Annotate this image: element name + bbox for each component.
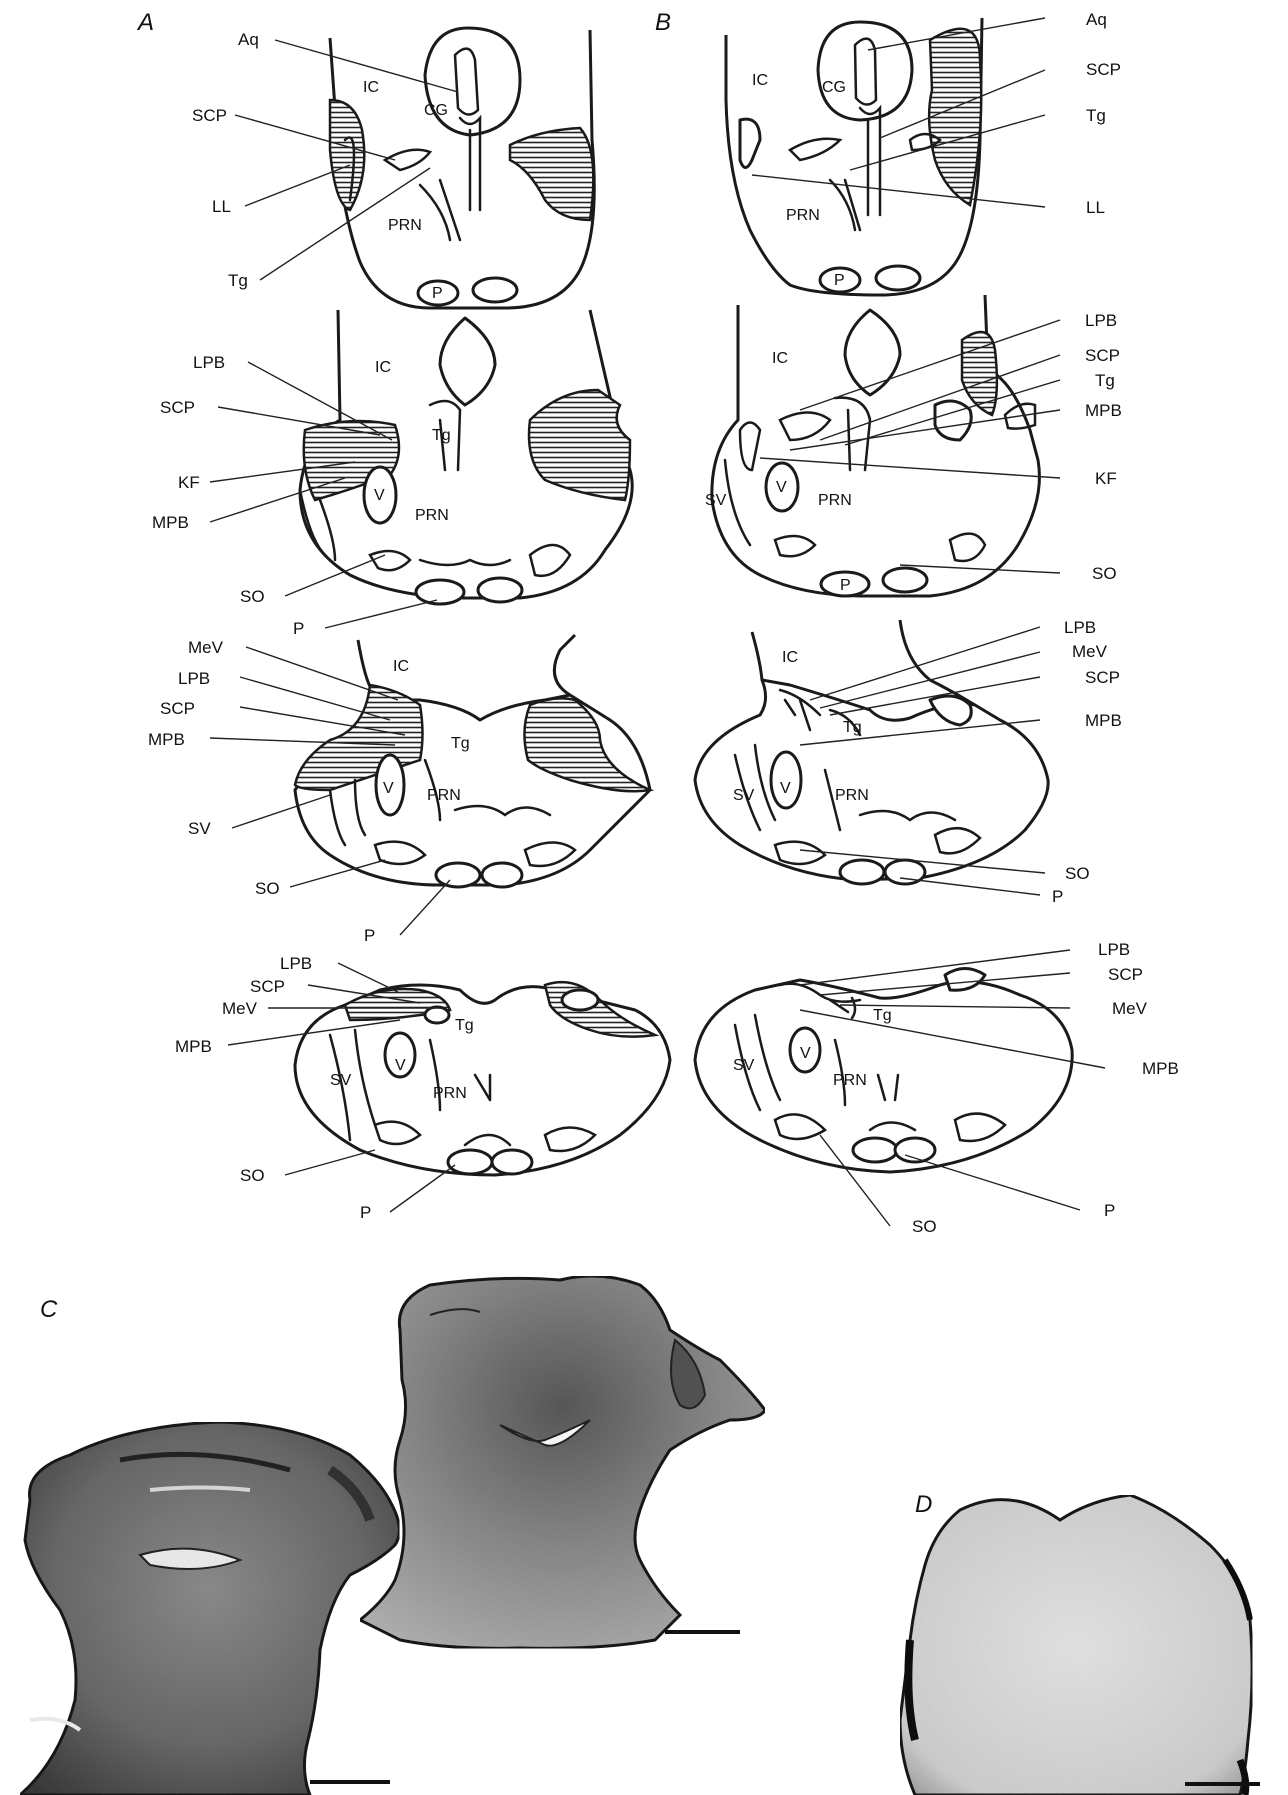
label-sv-4b: SV — [733, 1057, 755, 1074]
label-tg-2a: Tg — [432, 427, 451, 444]
label-r2a-2: KF — [178, 473, 200, 492]
label-prn-3b: PRN — [835, 787, 869, 804]
section-row4-a: Tg SV V PRN LPB SCP MeV MPB SO P — [175, 954, 670, 1222]
label-prn-2b: PRN — [818, 492, 852, 509]
label-prn-4a: PRN — [433, 1085, 467, 1102]
section-row2-a: IC Tg V PRN LPB SCP KF MPB SO P — [152, 310, 632, 638]
label-r2b-2: Tg — [1095, 371, 1115, 390]
label-r1a-2: LL — [212, 197, 231, 216]
label-prn-3a: PRN — [427, 787, 461, 804]
label-v-3b: V — [780, 780, 791, 797]
label-sv-2b: SV — [705, 492, 727, 509]
label-r2b-3: MPB — [1085, 401, 1122, 420]
label-p: P — [432, 285, 443, 302]
label-r4b-4: P — [1104, 1201, 1115, 1220]
label-ic: IC — [363, 79, 379, 96]
label-p-b: P — [834, 272, 845, 289]
label-r1b-2: Tg — [1086, 106, 1106, 125]
panel-label-b: B — [655, 9, 671, 36]
label-r1b-1: SCP — [1086, 60, 1121, 79]
label-r3a-6: P — [364, 926, 375, 945]
panel-label-d: D — [915, 1491, 932, 1518]
label-r1a-1: SCP — [192, 106, 227, 125]
label-cg: CG — [424, 102, 448, 119]
section-row3-a: IC Tg V PRN MeV LPB SCP MPB SV SO P — [148, 635, 650, 945]
label-r3a-3: MPB — [148, 730, 185, 749]
label-tg-4b: Tg — [873, 1007, 892, 1024]
label-r2b-1: SCP — [1085, 346, 1120, 365]
label-r4b-2: MeV — [1112, 999, 1148, 1018]
label-prn: PRN — [388, 217, 422, 234]
section-row3-b: IC Tg SV V PRN LPB MeV SCP MPB SO P — [695, 618, 1122, 906]
photomicrograph-c-left — [20, 1422, 399, 1795]
label-v-3a: V — [383, 780, 394, 797]
label-r3a-4: SV — [188, 819, 211, 838]
label-r4a-5: P — [360, 1203, 371, 1222]
label-r4b-3: MPB — [1142, 1059, 1179, 1078]
label-r2a-0: LPB — [193, 353, 225, 372]
label-ic-3a: IC — [393, 658, 409, 675]
label-r1b-0: Aq — [1086, 10, 1107, 29]
label-r2a-4: SO — [240, 587, 265, 606]
label-ic-2b: IC — [772, 350, 788, 367]
label-p-2b: P — [840, 577, 851, 594]
label-r3a-2: SCP — [160, 699, 195, 718]
label-v-2a: V — [374, 487, 385, 504]
label-r4b-5: SO — [912, 1217, 937, 1236]
label-sv-3b: SV — [733, 787, 755, 804]
label-tg-3a: Tg — [451, 735, 470, 752]
section-row1-b: IC CG PRN P Aq SCP Tg LL — [726, 10, 1121, 295]
panel-label-c: C — [40, 1296, 58, 1323]
label-tg-4a: Tg — [455, 1017, 474, 1034]
section-row4-b: Tg SV V PRN LPB SCP MeV MPB P SO — [695, 940, 1179, 1236]
label-v-4b: V — [800, 1045, 811, 1062]
label-prn-2a: PRN — [415, 507, 449, 524]
label-r2b-4: KF — [1095, 469, 1117, 488]
label-r3a-5: SO — [255, 879, 280, 898]
label-r2b-0: LPB — [1085, 311, 1117, 330]
label-v-2b: V — [776, 479, 787, 496]
label-r4a-3: MPB — [175, 1037, 212, 1056]
label-r4b-1: SCP — [1108, 965, 1143, 984]
label-r3a-0: MeV — [188, 638, 224, 657]
label-prn-b: PRN — [786, 207, 820, 224]
label-r2a-3: MPB — [152, 513, 189, 532]
label-r4b-0: LPB — [1098, 940, 1130, 959]
label-prn-4b: PRN — [833, 1072, 867, 1089]
panel-label-a: A — [136, 9, 154, 36]
label-v-4a: V — [395, 1057, 406, 1074]
section-row2-b: IC SV V PRN P LPB SCP Tg MPB KF SO — [705, 295, 1122, 596]
label-cg-b: CG — [822, 79, 846, 96]
label-r1a-0: Aq — [238, 30, 259, 49]
label-r1a-3: Tg — [228, 271, 248, 290]
label-r1b-3: LL — [1086, 198, 1105, 217]
label-r3b-4: SO — [1065, 864, 1090, 883]
label-r4a-4: SO — [240, 1166, 265, 1185]
label-ic-3b: IC — [782, 649, 798, 666]
label-r3b-0: LPB — [1064, 618, 1096, 637]
label-r3b-2: SCP — [1085, 668, 1120, 687]
label-r3b-3: MPB — [1085, 711, 1122, 730]
label-r2a-5: P — [293, 619, 304, 638]
label-r3a-1: LPB — [178, 669, 210, 688]
label-ic-b: IC — [752, 72, 768, 89]
label-r4a-2: MeV — [222, 999, 258, 1018]
photomicrograph-d — [900, 1495, 1252, 1795]
label-tg-3b: Tg — [843, 719, 862, 736]
section-row1-a: IC CG PRN P Aq SCP LL Tg — [192, 28, 594, 308]
label-sv-4a: SV — [330, 1072, 352, 1089]
photomicrograph-c-right — [360, 1276, 765, 1648]
label-ic-2a: IC — [375, 359, 391, 376]
label-r2a-1: SCP — [160, 398, 195, 417]
label-r4a-1: SCP — [250, 977, 285, 996]
label-r3b-5: P — [1052, 887, 1063, 906]
label-r4a-0: LPB — [280, 954, 312, 973]
label-r3b-1: MeV — [1072, 642, 1108, 661]
label-r2b-5: SO — [1092, 564, 1117, 583]
